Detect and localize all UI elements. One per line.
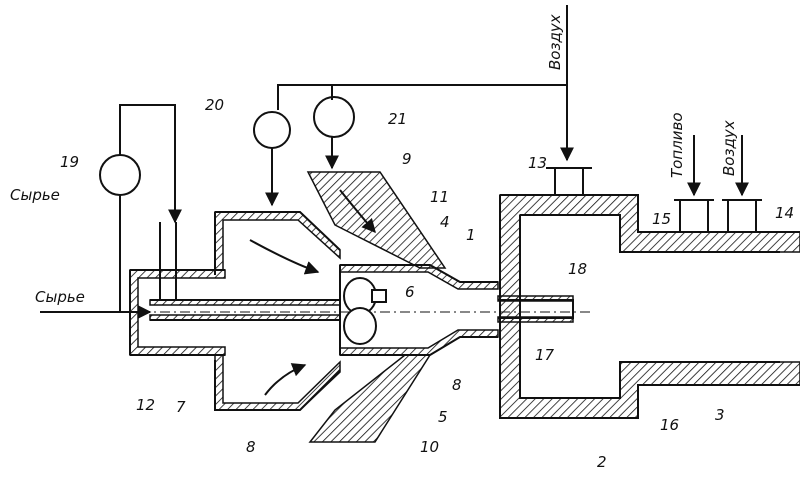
instrument-21 <box>314 97 354 137</box>
instrument-19 <box>100 155 140 195</box>
part-number-1: 1 <box>466 228 476 243</box>
swirler-lower <box>310 355 430 442</box>
part-number-10: 10 <box>420 440 439 455</box>
part-number-12: 12 <box>136 398 155 413</box>
raw-material-label: Сырье <box>10 188 60 203</box>
part-number-9: 9 <box>402 152 412 167</box>
part-number-5: 5 <box>438 410 448 425</box>
air-supply-line <box>278 5 567 110</box>
part-number-11: 11 <box>430 190 449 205</box>
fuel-label: Топливо <box>670 112 685 178</box>
part-number-2: 2 <box>597 455 607 470</box>
part-number-15: 15 <box>652 212 671 227</box>
air-label-right: Воздух <box>722 120 737 176</box>
part-number-8b: 8 <box>452 378 462 393</box>
raw-material-inlet-label: Сырье <box>35 290 85 305</box>
part-number-7: 7 <box>176 400 186 415</box>
part-number-4: 4 <box>440 215 450 230</box>
swirler-upper <box>308 172 445 268</box>
part-number-19: 19 <box>60 155 79 170</box>
part-number-18: 18 <box>568 262 587 277</box>
part-number-13: 13 <box>528 156 547 171</box>
part-number-17: 17 <box>535 348 554 363</box>
part-number-14: 14 <box>775 206 794 221</box>
part-number-16: 16 <box>660 418 679 433</box>
part-number-3: 3 <box>715 408 725 423</box>
part-number-21: 21 <box>388 112 407 127</box>
instrument-20 <box>254 112 290 148</box>
part-number-20: 20 <box>205 98 224 113</box>
air-label-top: Воздух <box>548 14 563 70</box>
part-number-6: 6 <box>405 285 415 300</box>
part-number-8a: 8 <box>246 440 256 455</box>
